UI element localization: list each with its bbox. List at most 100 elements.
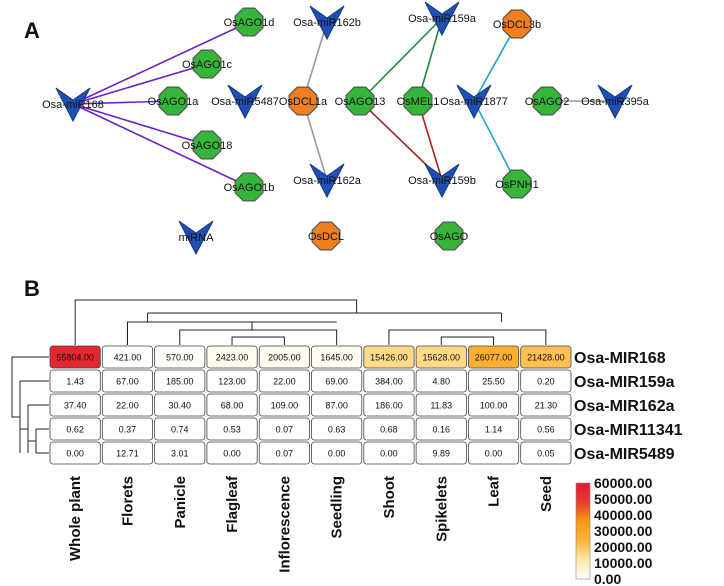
heatmap-cell-value: 87.00 xyxy=(325,401,348,411)
heatmap-cell-value: 0.00 xyxy=(223,449,241,459)
heatmap-cell-value: 21.30 xyxy=(535,401,558,411)
node-label: Osa-miR159a xyxy=(408,13,477,25)
node-label: Osa-miR1877 xyxy=(440,96,508,108)
heatmap-cell-fill xyxy=(154,369,206,393)
column-label: Whole plant xyxy=(67,476,84,561)
heatmap-cell-value: 109.00 xyxy=(271,401,299,411)
heatmap-cell: 421.00 xyxy=(101,345,154,369)
heatmap-cell-fill xyxy=(49,369,101,393)
heatmap-cell: 0.00 xyxy=(206,441,258,465)
heatmap-cell-fill xyxy=(415,441,467,465)
heatmap-cell: 87.00 xyxy=(311,393,363,417)
heatmap-cell-value: 421.00 xyxy=(114,353,142,363)
heatmap-cell-fill xyxy=(311,393,363,417)
heatmap-cell-value: 0.00 xyxy=(66,449,84,459)
heatmap-cell-value: 21428.00 xyxy=(527,353,565,363)
panel-b-label: B xyxy=(24,276,40,301)
heatmap-cell: 0.00 xyxy=(311,441,363,465)
node-label: OsPNH1 xyxy=(495,179,538,191)
edge-Osa-miR168-OsAGO1a xyxy=(72,100,174,105)
column-label: Panicle xyxy=(172,476,189,529)
color-scale-tick: 40000.00 xyxy=(594,507,653,523)
row-label: Osa-MIR159a xyxy=(574,374,675,391)
heatmap-cell: 185.00 xyxy=(154,369,206,393)
color-scale-tick: 60000.00 xyxy=(594,475,653,491)
edge-Osa-miR168-OsAGO18 xyxy=(72,103,208,146)
node-OsAGO1a: OsAGO1a xyxy=(148,86,199,116)
node-label: Osa-miR395a xyxy=(581,96,650,108)
heatmap-cell-value: 0.07 xyxy=(276,449,294,459)
heatmap-cell: 37.40 xyxy=(49,393,101,417)
heatmap-cell: 0.37 xyxy=(101,417,154,441)
heatmap-cell-fill xyxy=(520,417,572,441)
heatmap-cell-fill xyxy=(258,393,310,417)
heatmap-cell-fill xyxy=(258,369,310,393)
node-label: OsAGO18 xyxy=(182,140,233,152)
heatmap-cell-fill xyxy=(311,441,363,465)
edge-Osa-miR168-OsAGO1d xyxy=(72,21,250,105)
heatmap-cell-fill xyxy=(154,345,206,369)
heatmap-cell-value: 68.00 xyxy=(221,401,244,411)
column-label: Leaf xyxy=(486,475,503,507)
heatmap-cell-value: 15426.00 xyxy=(370,353,408,363)
column-label: Spikelets xyxy=(433,476,450,542)
heatmap-cell-fill xyxy=(415,345,467,369)
heatmap-cell-value: 1645.00 xyxy=(320,353,353,363)
column-label: Florets xyxy=(119,476,136,526)
heatmap-cell: 68.00 xyxy=(206,393,258,417)
heatmap-cell-fill xyxy=(415,393,467,417)
row-label: Osa-MIR162a xyxy=(574,398,675,415)
heatmap-cell: 4.80 xyxy=(415,369,467,393)
heatmap-cell-fill xyxy=(206,417,258,441)
node-OsAGO1b: OsAGO1b xyxy=(224,172,274,202)
row-dendrogram-branch xyxy=(27,404,49,453)
node-Osa-miR162b: Osa-miR162b xyxy=(293,5,361,41)
ago-node-icon xyxy=(234,7,264,37)
heatmap-cell-value: 0.63 xyxy=(328,425,346,435)
node-OsMEL1: OsMEL1 xyxy=(397,86,439,116)
heatmap-cell: 109.00 xyxy=(258,393,310,417)
heatmap-cell-fill xyxy=(415,369,467,393)
ago-node-icon xyxy=(532,86,562,116)
heatmap-cell: 1.14 xyxy=(467,417,520,441)
heatmap-cell: 69.00 xyxy=(311,369,363,393)
heatmap-cell: 2005.00 xyxy=(258,345,310,369)
heatmap-cell-value: 0.00 xyxy=(328,449,346,459)
mirna-node-icon xyxy=(456,84,492,120)
heatmap-cell: 26077.00 xyxy=(467,345,520,369)
heatmap-cell-value: 3.01 xyxy=(171,449,189,459)
heatmap-cell: 22.00 xyxy=(258,369,310,393)
ago-node-icon xyxy=(158,86,188,116)
color-scale-tick: 30000.00 xyxy=(594,523,653,539)
heatmap-cell-fill xyxy=(520,393,572,417)
column-dendrogram-branch xyxy=(388,329,547,345)
heatmap-cell-fill xyxy=(258,345,310,369)
heatmap-cell: 0.00 xyxy=(467,441,520,465)
heatmap-cell-value: 123.00 xyxy=(218,377,246,387)
heatmap-cell: 0.07 xyxy=(258,417,310,441)
heatmap-cell: 1.43 xyxy=(49,369,101,393)
heatmap-cell-value: 1.43 xyxy=(66,377,84,387)
heatmap-cell-value: 0.00 xyxy=(380,449,398,459)
mirna-node-icon xyxy=(309,5,345,41)
heatmap-cell: 0.63 xyxy=(311,417,363,441)
heatmap-cell: 67.00 xyxy=(101,369,154,393)
node-label: OsDCL1a xyxy=(279,96,328,108)
node-label: OsDCL3b xyxy=(493,19,541,31)
heatmap-cell-fill xyxy=(520,369,572,393)
ago-node-icon xyxy=(192,49,222,79)
ago-node-icon xyxy=(192,130,222,160)
legend-ago: OsAGO xyxy=(430,221,469,251)
heatmap-cell: 0.07 xyxy=(258,441,310,465)
heatmap-cell-fill xyxy=(49,345,101,369)
column-label: Inflorescence xyxy=(276,476,293,573)
heatmap-cell: 21428.00 xyxy=(520,345,572,369)
row-label: Osa-MIR5489 xyxy=(574,446,675,463)
node-label: OsAGO1d xyxy=(224,17,275,29)
edge-Osa-miR159a-OsAGO13 xyxy=(359,17,443,102)
edge-Osa-miR168-OsAGO1b xyxy=(72,103,250,188)
heatmap-cell-value: 11.83 xyxy=(430,401,452,411)
legend-dcl: OsDCL xyxy=(308,221,344,251)
color-scale: 60000.0050000.0040000.0030000.0020000.00… xyxy=(575,475,653,586)
